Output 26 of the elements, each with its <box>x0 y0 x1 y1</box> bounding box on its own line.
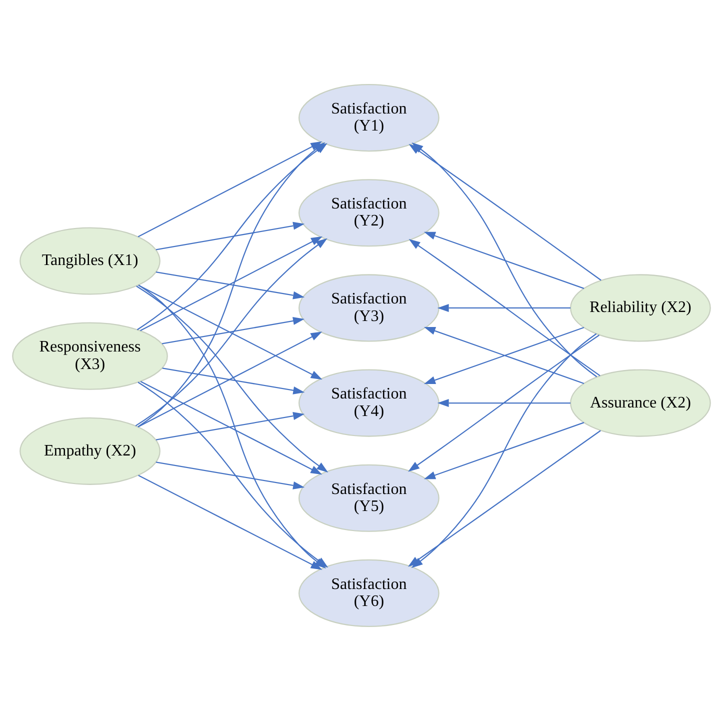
arrow <box>437 398 570 407</box>
arrow <box>162 316 304 344</box>
arrow <box>156 270 305 299</box>
arrow <box>156 412 305 440</box>
arrow <box>138 284 322 380</box>
arrow <box>424 326 584 384</box>
arrow <box>408 238 600 376</box>
node-ellipse: Tangibles (X1) <box>20 226 160 294</box>
arrow <box>437 303 570 312</box>
arrow <box>156 461 305 489</box>
node-ellipse: Responsiveness (X3) <box>12 322 168 390</box>
arrow <box>138 474 322 570</box>
arrow <box>162 367 305 394</box>
arrow <box>424 231 584 288</box>
node-ellipse: Assurance (X2) <box>570 368 711 436</box>
arrow <box>408 334 600 472</box>
arrow <box>156 221 305 250</box>
node-ellipse: Empathy (X2) <box>20 416 160 484</box>
node-ellipse: Reliability (X2) <box>570 274 711 342</box>
arrow <box>140 236 322 331</box>
arrow <box>412 142 598 377</box>
arrow <box>138 331 322 427</box>
arrow <box>136 285 328 472</box>
arrow <box>140 380 322 474</box>
arrow <box>135 238 328 426</box>
arrow <box>424 422 584 479</box>
